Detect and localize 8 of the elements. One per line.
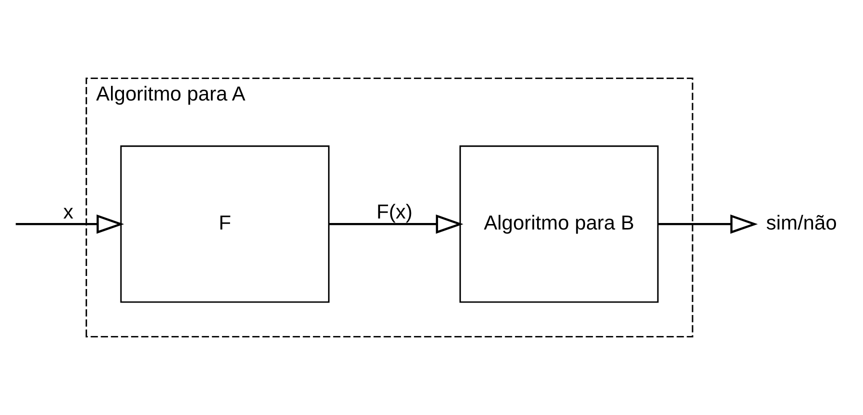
- arrow: [328, 214, 464, 234]
- node-text: sim/não: [766, 212, 837, 234]
- node-box: F: [120, 145, 330, 303]
- edge-label: x: [63, 202, 74, 224]
- arrow: [16, 214, 124, 234]
- arrow: [658, 214, 758, 234]
- edge-label: F(x): [376, 202, 412, 224]
- node-box: Algoritmo para B: [459, 145, 659, 303]
